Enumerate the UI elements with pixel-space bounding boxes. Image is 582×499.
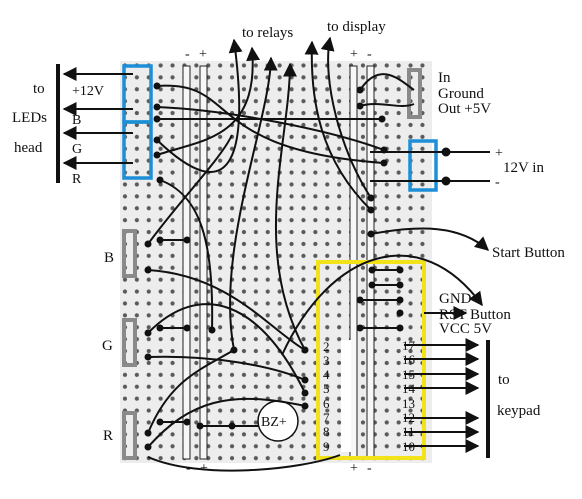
rail-minus-top-right: -	[367, 47, 372, 62]
svg-text:15: 15	[402, 367, 415, 382]
keypad-label: keypad	[497, 403, 541, 419]
wire-end-dots	[144, 82, 404, 451]
rail-plus-top-left: +	[199, 47, 207, 62]
rail-plus-bottom-left: +	[200, 461, 208, 476]
blue-highlights	[122, 64, 438, 192]
head-label: head	[14, 140, 43, 156]
gray-connectors	[122, 68, 422, 460]
ground-label: Ground	[438, 86, 484, 102]
input-r-label: R	[103, 428, 113, 444]
svg-text:13: 13	[402, 396, 415, 411]
input-b-label: B	[104, 250, 114, 266]
v12-minus-label: -	[495, 175, 500, 190]
plus12v-label: +12V	[72, 84, 104, 99]
gnd-label: GND	[439, 291, 472, 307]
svg-text:6: 6	[323, 396, 330, 411]
led-r-label: R	[72, 172, 82, 187]
vcc5v-label: VCC 5V	[439, 321, 492, 337]
svg-text:2: 2	[323, 339, 330, 354]
leds-to-label: to	[33, 81, 45, 97]
leds-label: LEDs	[12, 110, 47, 126]
led-output-arrows	[62, 67, 133, 170]
rail-minus-bottom-right: -	[367, 461, 372, 476]
svg-text:17: 17	[402, 338, 416, 353]
svg-text:12: 12	[402, 410, 415, 425]
svg-text:16: 16	[402, 352, 416, 367]
led-g-label: G	[72, 142, 82, 157]
ic-pin-labels-right: 17 16 15 14 13 12 11 10	[402, 338, 416, 454]
rail-plus-top-right: +	[350, 47, 358, 62]
microcontroller-notch	[341, 340, 351, 452]
svg-text:11: 11	[402, 424, 415, 439]
v12-plus-label: +	[495, 146, 503, 161]
relay-display-wires	[156, 36, 372, 351]
out5v-label: Out +5V	[438, 101, 491, 117]
board-wires	[147, 73, 424, 472]
svg-text:9: 9	[323, 439, 330, 454]
start-button-label: Start Button	[492, 245, 565, 261]
keypad-arrows	[404, 338, 480, 453]
power-input-leads	[424, 147, 490, 186]
ic-pin-labels-left: 2 3 4 5 6 7 8 9	[323, 339, 330, 454]
keypad-to-label: to	[498, 372, 510, 388]
svg-text:3: 3	[323, 353, 330, 368]
to-display-label: to display	[327, 19, 386, 35]
input-g-label: G	[102, 338, 113, 354]
v12-in-label: 12V in	[503, 160, 544, 176]
to-relays-label: to relays	[242, 25, 293, 41]
svg-text:4: 4	[323, 367, 330, 382]
svg-text:7: 7	[323, 410, 330, 425]
rail-plus-bottom-right: +	[350, 461, 358, 476]
svg-text:14: 14	[402, 381, 416, 396]
svg-text:10: 10	[402, 439, 415, 454]
in-label: In	[438, 70, 451, 86]
rst-button-label: RST Button	[439, 307, 511, 323]
led-b-label: B	[72, 113, 81, 128]
svg-text:8: 8	[323, 424, 330, 439]
rail-minus-top-left: -	[185, 47, 190, 62]
svg-text:5: 5	[323, 381, 330, 396]
button-wires	[281, 227, 490, 356]
buzzer-label: BZ+	[261, 415, 287, 430]
